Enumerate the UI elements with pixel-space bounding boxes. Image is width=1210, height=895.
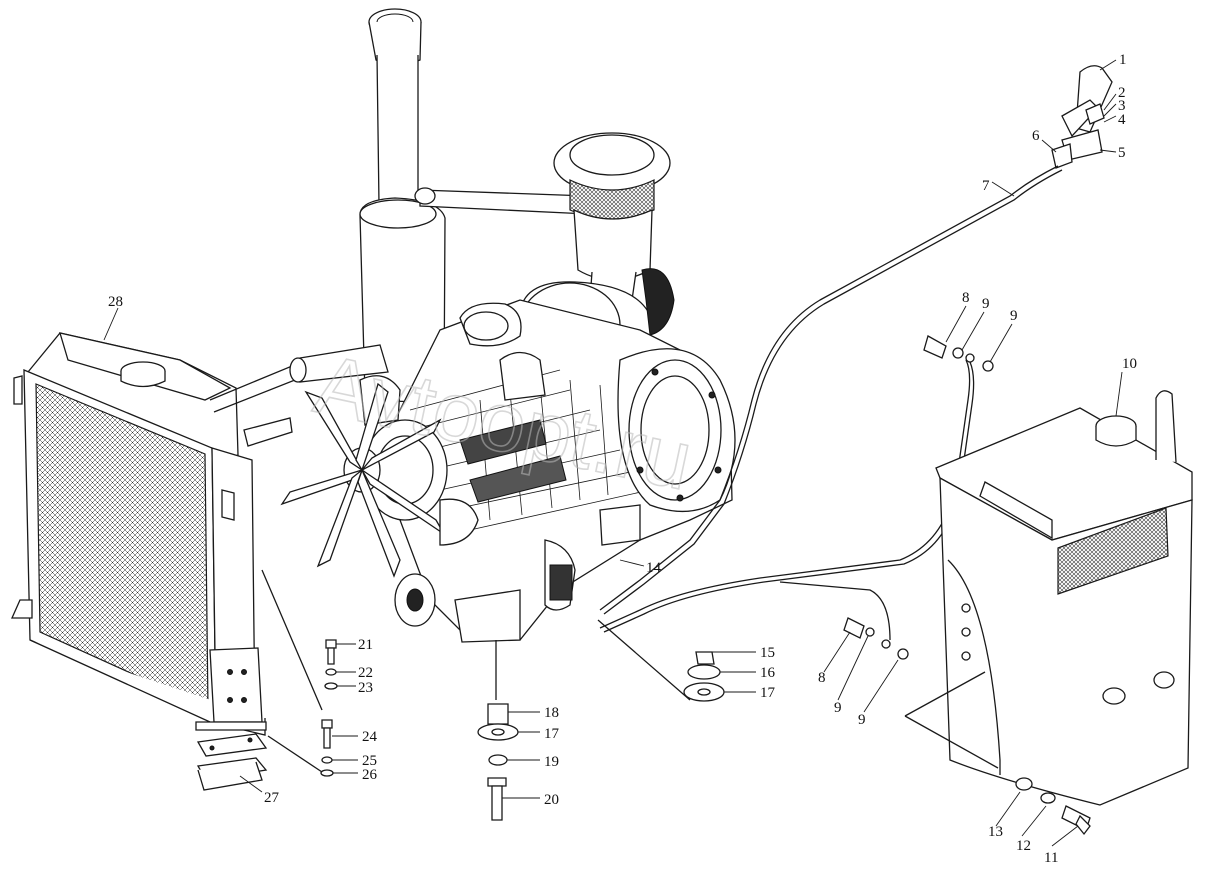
callout-6: 6: [1032, 128, 1040, 144]
throttle-pedal: [599, 65, 1113, 615]
callout-7: 7: [982, 178, 990, 194]
callout-15: 15: [760, 645, 775, 661]
callout-9: 9: [1010, 308, 1018, 324]
callout-23: 23: [358, 680, 373, 696]
callout-1: 1: [1119, 52, 1127, 68]
radiator: [10, 332, 301, 736]
callout-5: 5: [1118, 145, 1126, 161]
callout-numbers: 1 2 3 4 5 6 7 8 9 9 10 8 9 9 11 12 13 14…: [108, 52, 1137, 866]
fuel-tank: [904, 390, 1193, 806]
callout-18: 18: [544, 705, 559, 721]
callout-3: 3: [1118, 98, 1126, 114]
callout-27: 27: [264, 790, 280, 806]
callout-16: 16: [760, 665, 776, 681]
callout-8: 8: [962, 290, 970, 306]
callout-4: 4: [1118, 112, 1126, 128]
leader-lines: [103, 59, 1123, 847]
callout-9: 9: [858, 712, 866, 728]
callout-17: 17: [544, 726, 560, 742]
callout-21: 21: [358, 637, 373, 653]
callout-14: 14: [646, 560, 662, 576]
callout-26: 26: [362, 767, 378, 783]
callout-22: 22: [358, 665, 373, 681]
callout-12: 12: [1016, 838, 1031, 854]
callout-10: 10: [1122, 356, 1137, 372]
fuel-lines: [599, 335, 994, 660]
radiator-bolts: [261, 569, 338, 777]
callout-11: 11: [1044, 850, 1058, 866]
callout-9: 9: [834, 700, 842, 716]
bracket-27: [196, 733, 268, 791]
callout-2: 2: [1118, 85, 1126, 101]
engine-block: [289, 299, 736, 643]
callout-24: 24: [362, 729, 378, 745]
drain-plug: [1015, 777, 1091, 836]
callout-9: 9: [982, 296, 990, 312]
callout-8: 8: [818, 670, 826, 686]
callout-20: 20: [544, 792, 559, 808]
callout-28: 28: [108, 294, 123, 310]
callout-25: 25: [362, 753, 377, 769]
callout-17: 17: [760, 685, 776, 701]
engine-mount-hardware: [477, 619, 725, 821]
callout-13: 13: [988, 824, 1003, 840]
cooling-fan: [280, 382, 479, 627]
callout-19: 19: [544, 754, 559, 770]
